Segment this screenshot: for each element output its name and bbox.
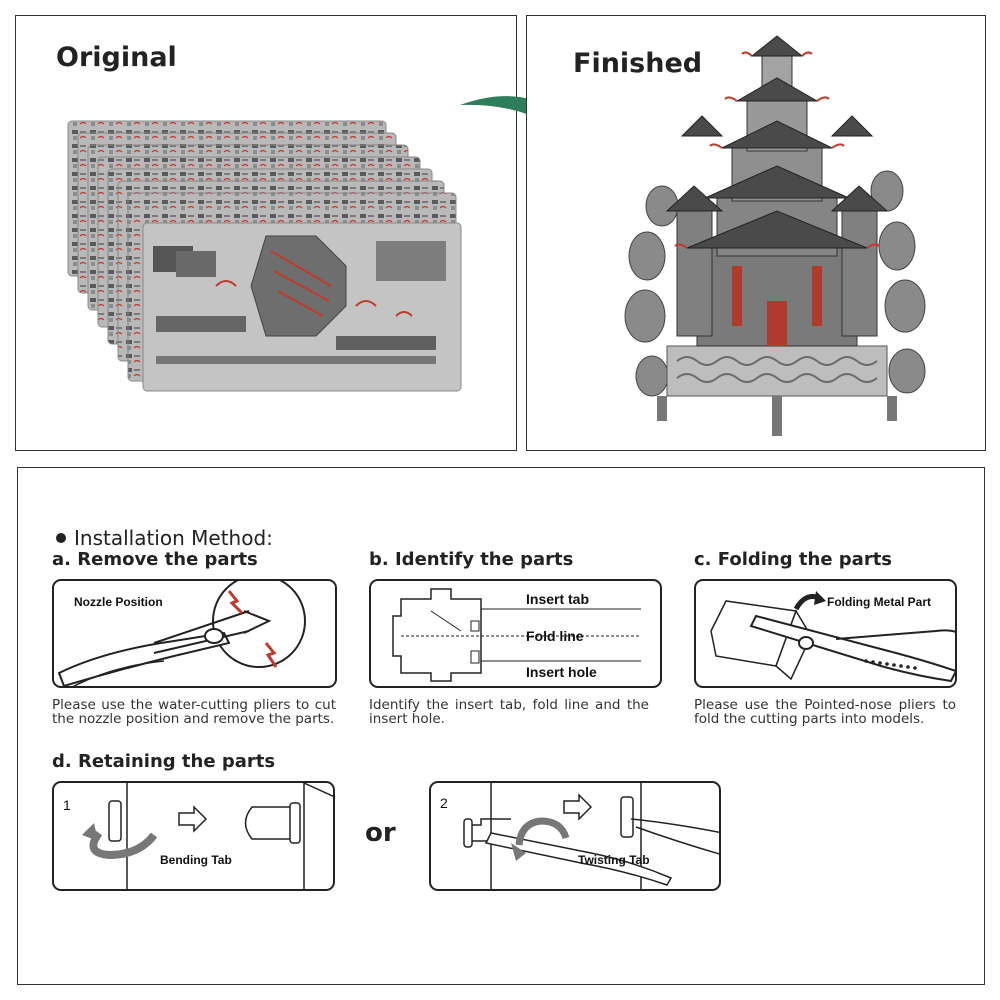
fold-line-label: Fold line — [526, 628, 584, 644]
bullet-icon — [56, 532, 66, 543]
step-c-illustration: Folding Metal Part — [694, 579, 957, 688]
folding-metal-part-label: Folding Metal Part — [827, 595, 932, 609]
folding-illustration — [710, 591, 955, 683]
installation-heading-text: Installation Method: — [74, 526, 273, 550]
bending-tab-illustration: 1 Bending Tab — [52, 781, 335, 891]
twisting-tab-label: Twisting Tab — [578, 853, 650, 867]
finished-panel: Finished — [526, 15, 986, 451]
step-c-title: c. Folding the parts — [694, 549, 893, 570]
step-a-title: a. Remove the parts — [52, 549, 258, 570]
step-d-title: d. Retaining the parts — [52, 751, 276, 772]
option-2-number: 2 — [440, 795, 448, 811]
finished-title: Finished — [573, 48, 703, 79]
step-b-description: Identify the insert tab, fold line and t… — [369, 697, 649, 727]
step-b-title: b. Identify the parts — [369, 549, 574, 570]
step-a-illustration: Nozzle Position — [52, 579, 337, 688]
original-title: Original — [56, 42, 177, 73]
step-a-description: Please use the water-cutting pliers to c… — [52, 697, 336, 727]
nozzle-position-label: Nozzle Position — [74, 595, 163, 609]
step-b-illustration: Insert tab Fold line Insert hole — [369, 579, 662, 688]
original-panel: Original — [15, 15, 517, 451]
insert-hole-label: Insert hole — [526, 664, 597, 680]
step-c-description: Please use the Pointed-nose pliers to fo… — [694, 697, 956, 727]
bending-tab-diagram — [82, 783, 333, 889]
metal-sheets-image — [67, 120, 462, 392]
installation-panel: Installation Method: a. Remove the parts… — [17, 467, 985, 985]
option-1-number: 1 — [63, 797, 71, 813]
part-diagram — [392, 588, 641, 682]
twisting-tab-diagram — [463, 783, 719, 889]
pliers-illustration — [57, 581, 306, 686]
twisting-tab-illustration: 2 Twisting Tab — [429, 781, 721, 891]
or-separator: or — [365, 818, 396, 848]
finished-model-image — [624, 35, 926, 436]
bending-tab-label: Bending Tab — [160, 853, 232, 867]
installation-heading: Installation Method: — [56, 526, 273, 550]
insert-tab-label: Insert tab — [526, 591, 590, 607]
